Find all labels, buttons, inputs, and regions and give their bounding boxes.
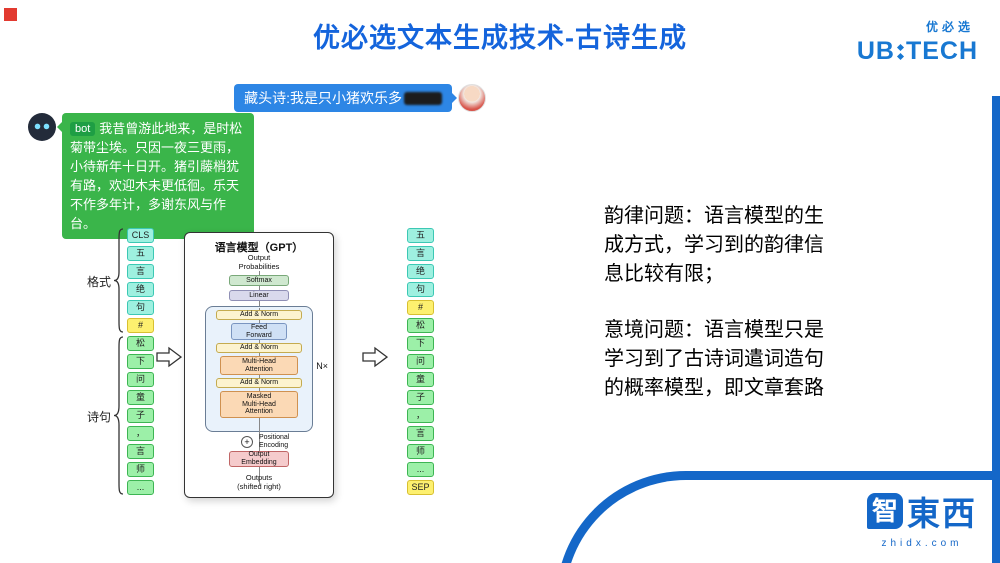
output-token: 言 bbox=[407, 246, 434, 261]
outputs-label: Outputs (shifted right) bbox=[237, 473, 281, 491]
output-token: 绝 bbox=[407, 264, 434, 279]
verse-label: 诗句 bbox=[87, 410, 112, 424]
input-token: 五 bbox=[127, 246, 154, 261]
input-token: ， bbox=[127, 426, 154, 441]
zhidx-wordmark-row: 智 東西 bbox=[852, 487, 992, 535]
zhidx-logo: 智 東西 zhidx.com bbox=[852, 487, 992, 549]
input-token: # bbox=[127, 318, 154, 333]
zhidx-icon: 智 bbox=[867, 493, 903, 529]
input-token: CLS bbox=[127, 228, 154, 243]
user-bubble: 藏头诗:我是只小猪欢乐多 bbox=[234, 84, 457, 112]
input-token: 松 bbox=[127, 336, 154, 351]
bot-message-text: 我昔曾游此地来，是时松菊带尘埃。只因一夜三更雨，小待新年十日开。猪引藤梢犹有路，… bbox=[70, 121, 243, 231]
output-arrow-icon bbox=[362, 346, 389, 373]
output-token-column: 五 言 绝 句 # 松 下 问 童 子 ， 言 师 ... SEP bbox=[407, 228, 434, 495]
side-accent-bar bbox=[992, 96, 1000, 563]
input-token: 童 bbox=[127, 390, 154, 405]
input-token: 句 bbox=[127, 300, 154, 315]
softmax-box: Softmax bbox=[229, 275, 289, 286]
brand-name-cn: 优必选 bbox=[925, 20, 974, 34]
user-avatar bbox=[458, 84, 486, 112]
masked-attention-box: Masked Multi-Head Attention bbox=[220, 391, 298, 418]
input-token-column: CLS 五 言 绝 句 # 松 下 问 童 子 ， 言 师 ... bbox=[127, 228, 154, 495]
model-title: 语言模型（GPT） bbox=[214, 242, 304, 254]
add-norm-box: Add & Norm bbox=[216, 343, 302, 353]
plus-circle-icon: + bbox=[241, 436, 253, 448]
output-token: 言 bbox=[407, 426, 434, 441]
gpt-model-diagram: 语言模型（GPT） Output Probabilities Softmax L… bbox=[184, 232, 334, 498]
colon-dots-icon bbox=[896, 43, 904, 60]
output-embedding-box: Output Embedding bbox=[229, 451, 289, 467]
output-token: 师 bbox=[407, 444, 434, 459]
notes-block: 韵律问题：语言模型的生成方式，学习到的韵律信息比较有限； 意境问题：语言模型只是… bbox=[604, 202, 836, 430]
output-token: 句 bbox=[407, 282, 434, 297]
bot-avatar bbox=[28, 113, 56, 141]
nx-label: N× bbox=[316, 361, 328, 371]
chat-user-row: 藏头诗:我是只小猪欢乐多 bbox=[0, 84, 486, 112]
linear-box: Linear bbox=[229, 290, 289, 301]
redacted-smudge bbox=[404, 92, 442, 105]
note-artistic: 意境问题：语言模型只是学习到了古诗词遣词造句的概率模型，即文章套路 bbox=[604, 319, 824, 399]
corner-accent bbox=[4, 8, 17, 21]
add-norm-box: Add & Norm bbox=[216, 378, 302, 388]
format-brace-icon bbox=[113, 228, 125, 338]
user-message-text: 藏头诗:我是只小猪欢乐多 bbox=[244, 90, 402, 106]
bot-badge: bot bbox=[70, 122, 96, 136]
feed-forward-box: Feed Forward bbox=[231, 323, 287, 340]
brand-tech: TECH bbox=[905, 37, 978, 65]
input-token: 子 bbox=[127, 408, 154, 423]
verse-brace-icon bbox=[113, 336, 125, 500]
output-token: ... bbox=[407, 462, 434, 477]
note-rhythm: 韵律问题：语言模型的生成方式，学习到的韵律信息比较有限； bbox=[604, 205, 824, 285]
output-token: 下 bbox=[407, 336, 434, 351]
input-token: 下 bbox=[127, 354, 154, 369]
multi-head-attention-box: Multi-Head Attention bbox=[220, 356, 298, 375]
format-label: 格式 bbox=[87, 275, 112, 289]
output-token: 松 bbox=[407, 318, 434, 333]
input-arrow-icon bbox=[156, 346, 183, 373]
zhidx-domain: zhidx.com bbox=[881, 538, 963, 549]
brand-ub: UB bbox=[856, 37, 895, 65]
output-token: ， bbox=[407, 408, 434, 423]
output-token: 童 bbox=[407, 372, 434, 387]
input-token: 问 bbox=[127, 372, 154, 387]
input-token: 言 bbox=[127, 264, 154, 279]
add-norm-box: Add & Norm bbox=[216, 310, 302, 320]
output-token: SEP bbox=[407, 480, 434, 495]
input-token: 绝 bbox=[127, 282, 154, 297]
ubtech-logo: 优必选 UB TECH bbox=[857, 18, 978, 66]
input-token: 师 bbox=[127, 462, 154, 477]
brand-wordmark: UB TECH bbox=[857, 37, 978, 66]
output-token: 子 bbox=[407, 390, 434, 405]
output-token: 五 bbox=[407, 228, 434, 243]
positional-encoding-label: Positional Encoding bbox=[259, 434, 290, 450]
output-token: 问 bbox=[407, 354, 434, 369]
slide-title: 优必选文本生成技术-古诗生成 bbox=[313, 23, 687, 53]
input-token: 言 bbox=[127, 444, 154, 459]
output-probabilities-label: Output Probabilities bbox=[238, 253, 280, 271]
output-token: # bbox=[407, 300, 434, 315]
input-token: ... bbox=[127, 480, 154, 495]
zhidx-wordmark: 東西 bbox=[907, 495, 977, 532]
